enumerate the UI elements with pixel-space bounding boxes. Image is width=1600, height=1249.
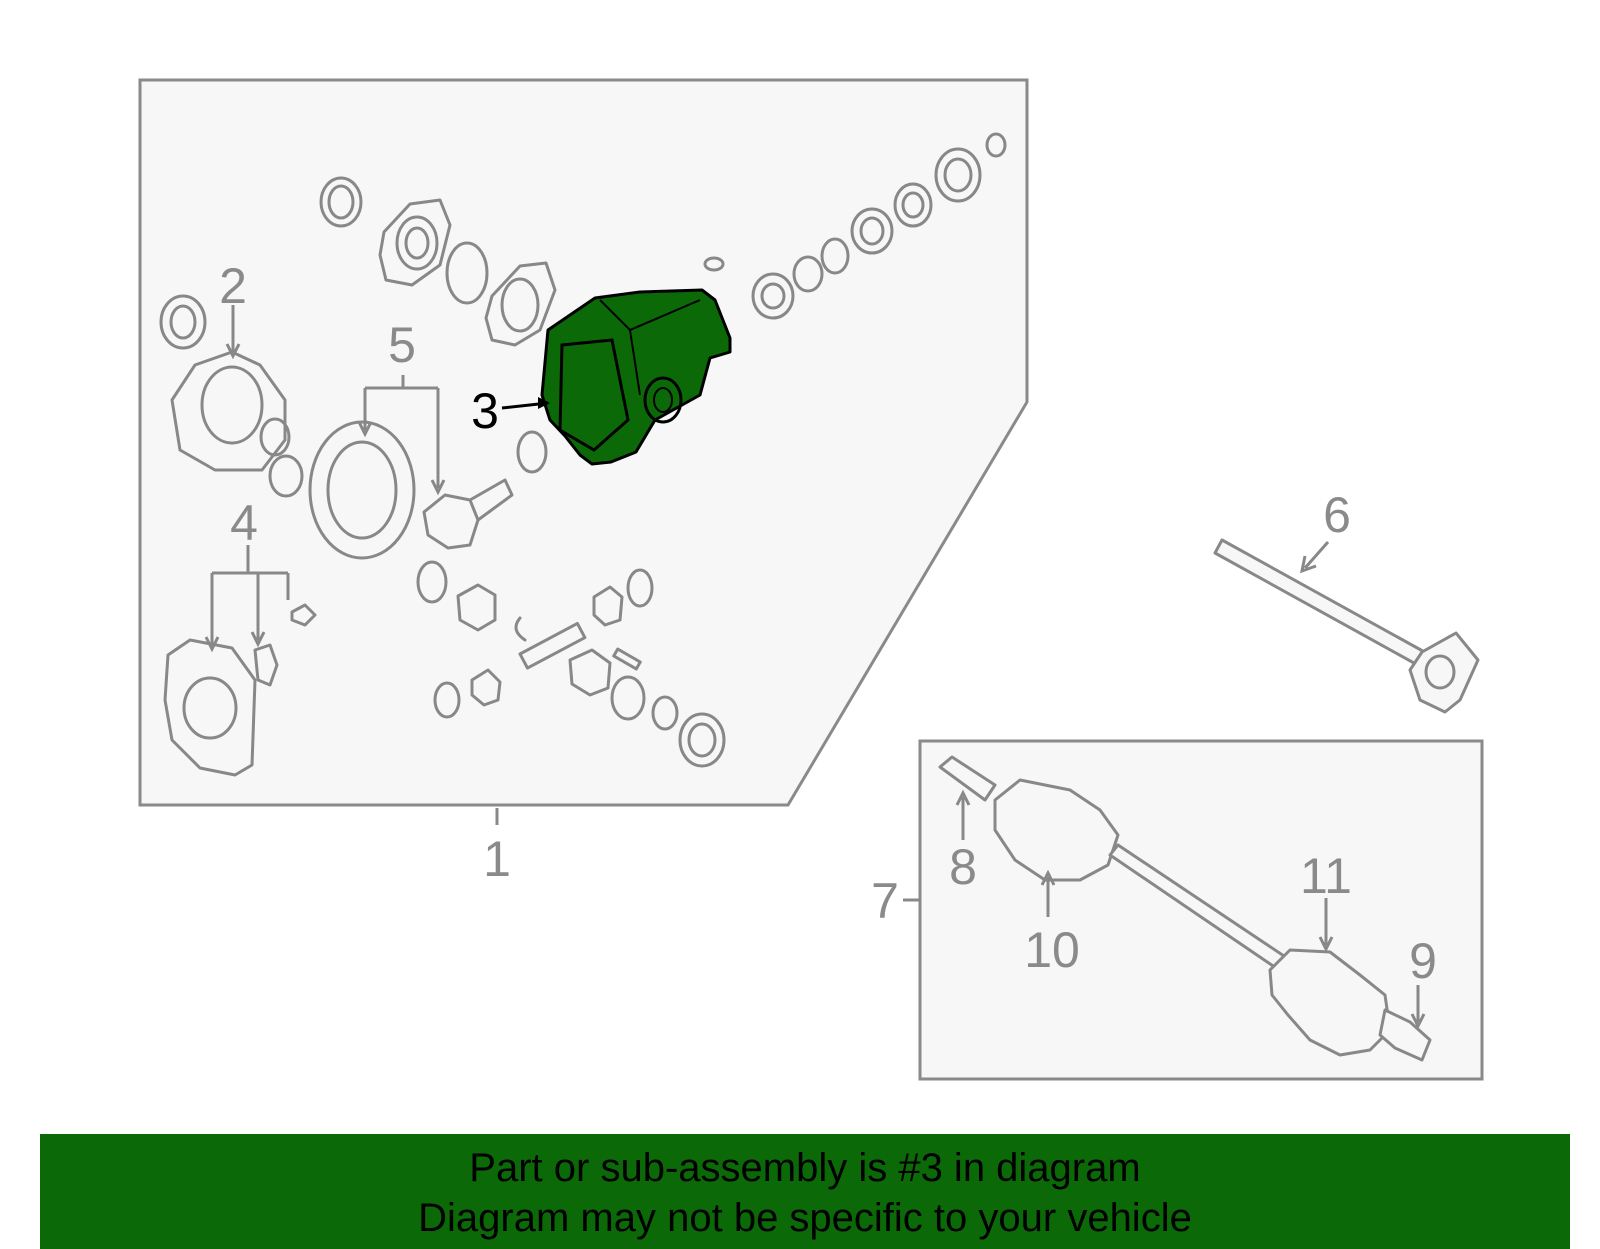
callout-11: 11 xyxy=(1300,848,1352,904)
ring-gear-part xyxy=(308,420,416,560)
o-ring-part xyxy=(445,241,489,305)
leader-lines xyxy=(204,305,1426,1030)
info-banner: Part or sub-assembly is #3 in diagram Di… xyxy=(40,1134,1570,1249)
callout-6: 6 xyxy=(1323,487,1351,543)
drive-shaft-part xyxy=(938,755,1432,1062)
side-bearing-housing-part xyxy=(170,350,304,498)
callout-5: 5 xyxy=(388,317,416,373)
pinion-gear-part xyxy=(422,478,514,550)
differential-internals-part xyxy=(416,560,726,768)
bearing-part xyxy=(159,294,207,350)
seal-part xyxy=(319,176,363,228)
bearing-stack-part xyxy=(703,132,1007,320)
banner-disclaimer-line: Diagram may not be specific to your vehi… xyxy=(418,1196,1192,1240)
rear-cover-part xyxy=(163,603,317,777)
bearing-retainer-part xyxy=(378,198,452,287)
callout-8: 8 xyxy=(949,839,977,895)
callout-10: 10 xyxy=(1024,922,1080,978)
carrier-housing-part-3 xyxy=(540,288,732,466)
callout-7: 7 xyxy=(871,873,899,929)
callout-9: 9 xyxy=(1409,933,1437,989)
callout-1: 1 xyxy=(483,831,511,887)
gasket-part xyxy=(484,261,557,347)
axle-shaft-part xyxy=(1213,538,1480,714)
banner-part-line: Part or sub-assembly is #3 in diagram xyxy=(469,1146,1141,1190)
callout-4: 4 xyxy=(230,495,258,551)
callout-2: 2 xyxy=(219,258,247,314)
washer-part xyxy=(516,430,548,474)
callout-3: 3 xyxy=(471,383,499,439)
